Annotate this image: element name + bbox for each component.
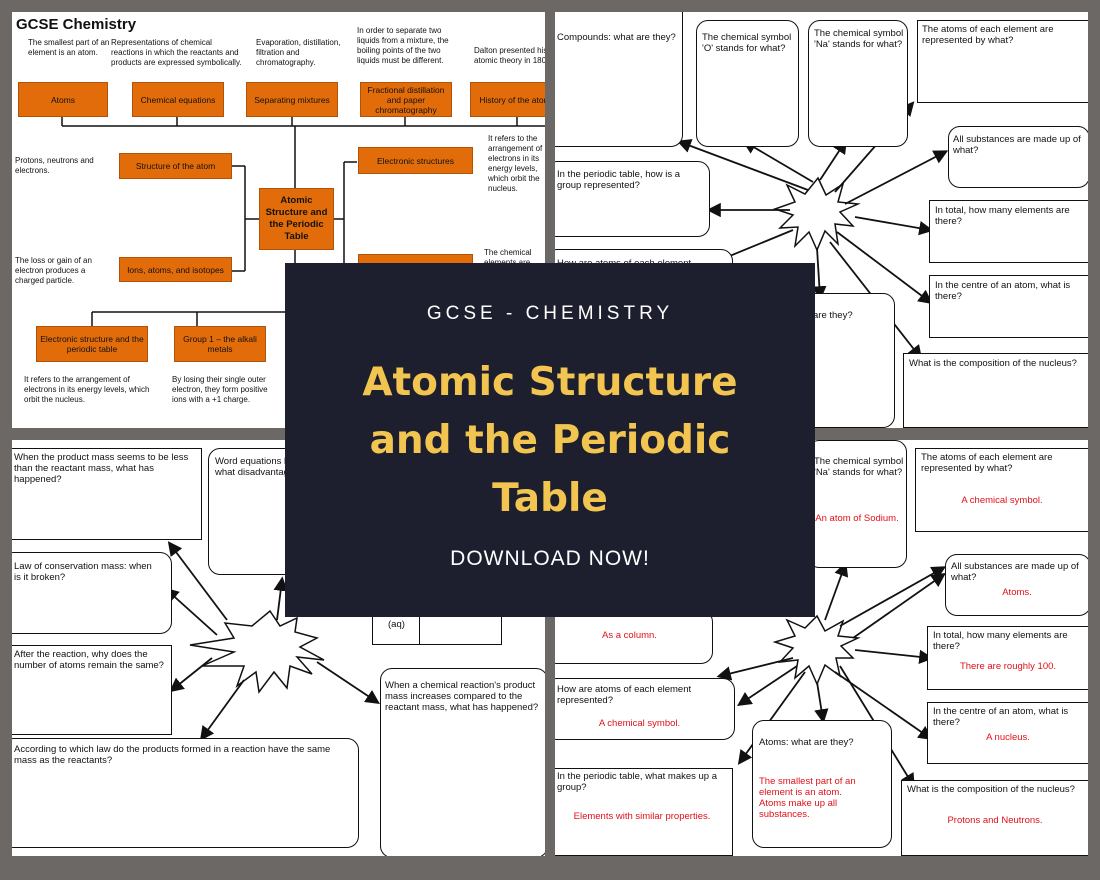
q4-sodium-symbol: The chemical symbol 'Na' stands for what…: [814, 456, 904, 478]
a-how-atoms-box: [555, 678, 735, 740]
equations-description: Representations of chemical reactions in…: [111, 38, 242, 67]
q-less-box: [12, 448, 202, 540]
topic-ions-atoms-isotopes: Ions, atoms, and isotopes: [119, 257, 232, 282]
q-after-box: [12, 645, 172, 735]
map-title: GCSE Chemistry: [16, 16, 137, 33]
dalton-description: Dalton presented his atomic theory in 18…: [474, 46, 545, 65]
topic-map-panel: GCSE Chemistry The smallest part of an e…: [12, 12, 545, 428]
es-table-description: It refers to the arrangement of electron…: [24, 375, 150, 404]
a-nucleus: Protons and Neutrons.: [947, 815, 1043, 826]
overlay-title-line1: Atomic Structure: [362, 360, 738, 405]
q-which-law-box: [12, 738, 359, 848]
q4-centre: In the centre of an atom, what is there?: [933, 706, 1069, 728]
q-product-mass-less: When the product mass seems to be less t…: [14, 452, 189, 485]
overlay-title-line2: and the Periodic: [369, 418, 731, 463]
a-group-box: [555, 768, 733, 856]
a-nucleus-box: [901, 780, 1088, 856]
q4-represented: The atoms of each element are represente…: [921, 452, 1053, 474]
q-product-mass-increases: When a chemical reaction's product mass …: [385, 680, 539, 713]
topic-center-atomic-structure: Atomic Structure and the Periodic Table: [259, 188, 334, 250]
download-now-link[interactable]: DOWNLOAD NOW!: [450, 547, 650, 570]
a-na-box: [807, 440, 907, 568]
q-total-box: [929, 200, 1088, 263]
topic-group1-alkali-metals: Group 1 – the alkali metals: [174, 326, 266, 362]
q-nucleus: What is the composition of the nucleus?: [909, 358, 1077, 369]
q-na-box: [808, 20, 908, 147]
q-after-reaction: After the reaction, why does the number …: [14, 649, 164, 671]
a-substances-box: [945, 554, 1088, 616]
q4-total: In total, how many elements are there?: [933, 630, 1068, 652]
q-which-law: According to which law do the products f…: [14, 744, 331, 766]
q-law-box: [12, 552, 172, 634]
q-compounds-box: [555, 12, 683, 147]
a-represented-box: [915, 448, 1088, 532]
q-o-box: [696, 20, 799, 147]
q-group-box: [555, 161, 710, 237]
a-centre: A nucleus.: [986, 732, 1030, 743]
q-represented: The atoms of each element are represente…: [922, 24, 1054, 46]
table-aq: (aq): [388, 619, 405, 630]
topic-chemical-equations: Chemical equations: [132, 82, 224, 117]
electronic-description: It refers to the arrangement of electron…: [488, 134, 543, 193]
separating-description: Evaporation, distillation, filtration an…: [256, 38, 341, 67]
atoms-answer-arrows: [716, 561, 947, 789]
q4-group: In the periodic table, what makes up a g…: [557, 771, 718, 793]
structure-description: Protons, neutrons and electrons.: [15, 156, 94, 175]
a-atoms-what-box: [752, 720, 892, 848]
a-atoms-what: The smallest part of an element is an at…: [759, 776, 856, 820]
equations-arrows: [164, 541, 380, 741]
q-nucleus-box: [903, 353, 1088, 428]
a-substances: Atoms.: [1002, 587, 1032, 598]
a-group: Elements with similar properties.: [573, 811, 711, 822]
topic-fractional-distillation: Fractional distillation and paper chroma…: [360, 82, 452, 117]
overlay-title: Atomic Structure and the Periodic Table: [305, 354, 795, 528]
promo-overlay: GCSE - CHEMISTRY Atomic Structure and th…: [285, 263, 815, 617]
q-centre: In the centre of an atom, what is there?: [935, 280, 1071, 302]
a-how-atoms: A chemical symbol.: [598, 718, 681, 729]
q-compounds: Compounds: what are they?: [557, 32, 676, 43]
q-sodium-symbol: The chemical symbol 'Na' stands for what…: [814, 28, 904, 50]
group1-description: By losing their single outer electron, t…: [172, 375, 268, 404]
q-partial: are they?: [813, 310, 853, 321]
overlay-subtitle: GCSE - CHEMISTRY: [426, 303, 674, 324]
fractional-description: In order to separate two liquids from a …: [357, 26, 449, 65]
topic-structure-of-atom: Structure of the atom: [119, 153, 232, 179]
a-total-box: [927, 626, 1088, 690]
q-word-equations: Word equations have what disadvantages?: [215, 456, 305, 478]
a-column-box: [555, 610, 713, 664]
a-represented: A chemical symbol.: [961, 495, 1043, 506]
equations-starburst: [189, 609, 325, 694]
q-oxygen-symbol: The chemical symbol 'O' stands for what?: [702, 32, 792, 54]
q-substances: All substances are made up of what?: [953, 134, 1081, 156]
q4-how-atoms: How are atoms of each element represente…: [557, 684, 692, 706]
a-sodium: An atom of Sodium.: [815, 513, 899, 524]
q-substances-box: [948, 126, 1088, 188]
atoms-question-panel: Compounds: what are they? The chemical s…: [555, 12, 1088, 428]
a-centre-box: [927, 702, 1088, 764]
q-represented-box: [917, 20, 1088, 103]
q-increases-box: [380, 668, 545, 856]
topic-separating-mixtures: Separating mixtures: [246, 82, 338, 117]
a-total: There are roughly 100.: [959, 661, 1057, 672]
q-group: In the periodic table, how is a group re…: [557, 169, 681, 191]
q-centre-box: [929, 275, 1088, 338]
q4-atoms-what: Atoms: what are they?: [759, 737, 854, 748]
a-column: As a column.: [602, 630, 657, 641]
q-law-conservation: Law of conservation mass: when is it bro…: [14, 561, 152, 583]
q4-substances: All substances are made up of what?: [951, 561, 1079, 583]
overlay-title-line3: Table: [492, 476, 608, 521]
atoms-description: The smallest part of an element is an at…: [28, 38, 110, 57]
ions-description: The loss or gain of an electron produces…: [15, 256, 92, 285]
q4-nucleus: What is the composition of the nucleus?: [907, 784, 1075, 795]
topic-atoms: Atoms: [18, 82, 108, 117]
topic-electronic-structure-periodic-table: Electronic structure and the periodic ta…: [36, 326, 148, 362]
q-total: In total, how many elements are there?: [935, 205, 1070, 227]
topic-electronic-structures: Electronic structures: [358, 147, 473, 174]
topic-history-of-atom: History of the atom: [470, 82, 545, 117]
